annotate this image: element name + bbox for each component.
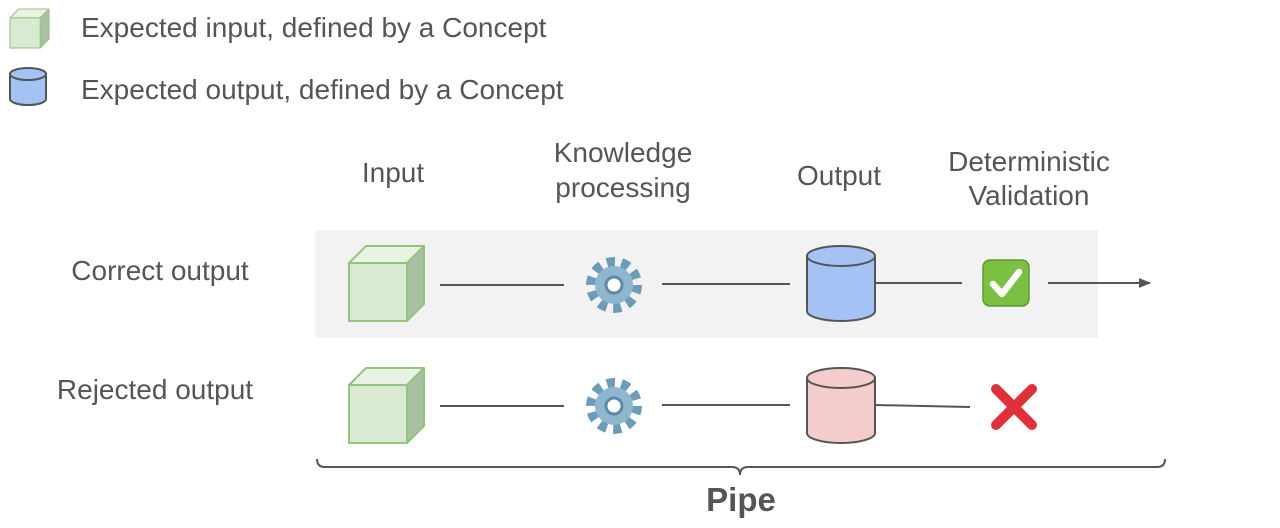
pipe-brace [316,458,1166,476]
column-header-knowledge-line2: processing [555,172,690,203]
correct-row [348,245,1151,322]
rejected-row [348,367,1037,444]
rejected-connector-3 [874,404,971,408]
row-label-rejected: Rejected output [57,374,253,405]
rejected-gear-icon [591,383,637,429]
row-label-correct: Correct output [71,255,249,286]
legend-output-label: Expected output, defined by a Concept [81,74,564,105]
column-header-validation-line2: Validation [969,180,1090,211]
rejected-input-cube-icon [348,367,425,444]
legend-cube-icon [9,8,50,49]
column-header-output: Output [797,160,881,191]
column-header-knowledge-line1: Knowledge [554,137,693,168]
legend-cylinder-icon [9,67,47,106]
column-header-validation-line1: Deterministic [948,146,1110,177]
correct-input-cube-icon [348,245,425,322]
column-headers: Input Knowledge processing Output Determ… [362,137,1110,211]
cross-mark-icon [991,384,1037,430]
correct-output-cylinder-icon [806,245,876,322]
legend: Expected input, defined by a Concept Exp… [9,8,564,106]
check-mark-icon [982,259,1030,307]
pipe-label: Pipe [706,481,776,518]
rejected-output-cylinder-icon [806,367,876,444]
legend-input-label: Expected input, defined by a Concept [81,12,547,43]
column-header-input: Input [362,157,424,188]
